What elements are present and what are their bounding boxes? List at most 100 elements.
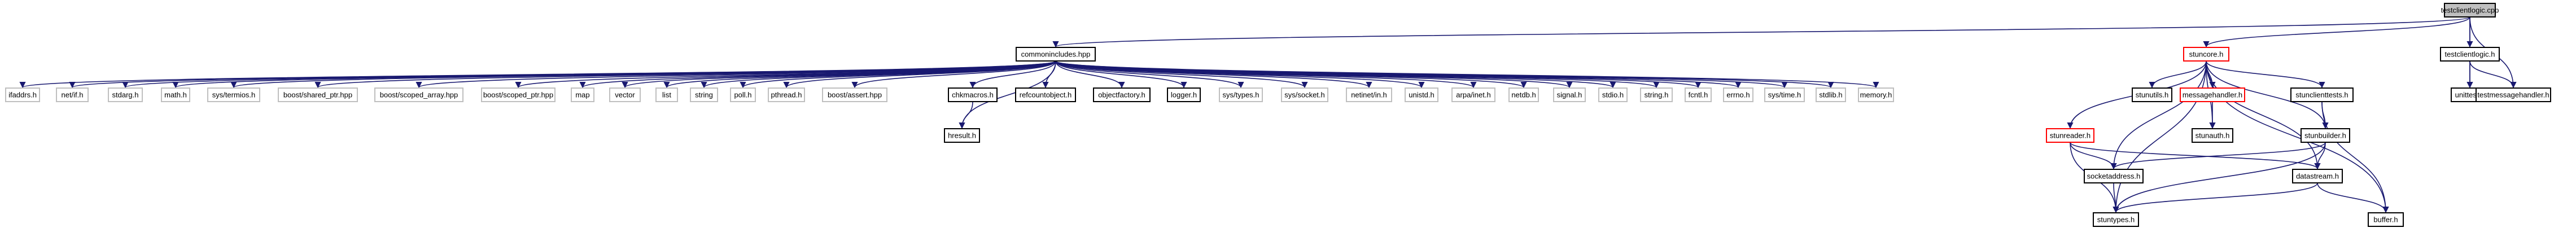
edge-commonincludes_hpp-to-boost_shared_ptr_hpp — [314, 60, 1056, 89]
node-stunauth-h[interactable]: stunauth.h — [2192, 128, 2233, 143]
node-sys-types-h: sys/types.h — [1219, 87, 1263, 102]
node-stdlib-h: stdlib.h — [1816, 87, 1846, 102]
node-label: chkmacros.h — [952, 91, 994, 99]
edge-stuncore_h-to-socketaddress_h — [2110, 60, 2207, 170]
node-sys-time-h: sys/time.h — [1764, 87, 1805, 102]
node-messagehandler-h[interactable]: messagehandler.h — [2180, 87, 2245, 102]
node-hresult-h[interactable]: hresult.h — [944, 128, 980, 143]
node-label: ifaddrs.h — [8, 91, 37, 99]
node-box — [948, 87, 998, 102]
node-box — [2183, 47, 2229, 62]
edge-stunbuilder_h-to-socketaddress_h — [2110, 142, 2326, 170]
node-box — [1685, 87, 1712, 102]
edge-commonincludes_hpp-to-memory_h — [1055, 60, 1879, 89]
node-stunclienttests-h[interactable]: stunclienttests.h — [2290, 87, 2354, 102]
node-box — [2290, 87, 2354, 102]
edge-testclientlogic_cpp-to-stuncore_h — [2203, 16, 2470, 48]
node-commonincludes-hpp[interactable]: commonincludes.hpp — [1016, 47, 1096, 62]
node-label: testclientlogic.h — [2445, 50, 2495, 59]
node-list: list — [655, 87, 678, 102]
node-label: boost/assert.hpp — [828, 91, 882, 99]
node-label: messagehandler.h — [2183, 91, 2242, 99]
node-box — [108, 87, 143, 102]
node-box — [2093, 212, 2139, 227]
edge-stuncore_h-to-stunclienttests_h — [2206, 60, 2325, 89]
node-netdb-h: netdb.h — [1508, 87, 1539, 102]
node-label: pthread.h — [771, 91, 802, 99]
node-box — [161, 87, 190, 102]
edge-datastream_h-to-buffer_h — [2317, 182, 2389, 213]
node-testclientlogic-cpp[interactable]: testclientlogic.cpp — [2441, 3, 2499, 17]
node-box — [2180, 87, 2245, 102]
node-map: map — [571, 87, 594, 102]
edge-stuncore_h-to-stunbuilder_h — [2206, 60, 2329, 129]
node-label: stuntypes.h — [2097, 216, 2135, 224]
node-poll-h: poll.h — [730, 87, 756, 102]
node-testmessagehandler-h[interactable]: testmessagehandler.h — [2476, 87, 2551, 102]
edge-commonincludes_hpp-to-chkmacros_h — [969, 60, 1056, 89]
node-objectfactory-h[interactable]: objectfactory.h — [1093, 87, 1151, 102]
node-label: stdio.h — [1602, 91, 1624, 99]
node-logger-h[interactable]: logger.h — [1167, 87, 1201, 102]
node-stdarg-h: stdarg.h — [108, 87, 143, 102]
node-label: stdlib.h — [1819, 91, 1842, 99]
nodes-layer: testclientlogic.cpp commonincludes.hpp ifa… — [5, 3, 2551, 227]
node-pthread-h: pthread.h — [768, 87, 805, 102]
node-label: errno.h — [1726, 91, 1750, 99]
node-boost-shared-ptr-hpp: boost/shared_ptr.hpp — [278, 87, 358, 102]
edge-stunbuilder_h-to-stuntypes_h — [2113, 142, 2326, 213]
node-stunreader-h[interactable]: stunreader.h — [2046, 128, 2094, 143]
node-label: sys/time.h — [1768, 91, 1801, 99]
node-box — [1015, 87, 1076, 102]
node-label: stunreader.h — [2050, 132, 2090, 140]
node-label: stuncore.h — [2189, 50, 2224, 59]
node-box — [1858, 87, 1894, 102]
edge-stunclienttests_h-to-buffer_h — [2321, 101, 2389, 213]
node-stunbuilder-h[interactable]: stunbuilder.h — [2301, 128, 2350, 143]
node-box — [278, 87, 358, 102]
node-box — [1093, 87, 1151, 102]
node-sys-termios-h: sys/termios.h — [207, 87, 260, 102]
node-label: objectfactory.h — [1098, 91, 1145, 99]
node-chkmacros-h[interactable]: chkmacros.h — [948, 87, 998, 102]
node-box — [2292, 169, 2343, 183]
edge-stuncore_h-to-stunutils_h — [2149, 60, 2207, 89]
node-label: hresult.h — [948, 132, 976, 140]
node-label: stunutils.h — [2136, 91, 2169, 99]
node-buffer-h[interactable]: buffer.h — [2368, 212, 2404, 227]
edge-commonincludes_hpp-to-boost_assert_hpp — [851, 60, 1056, 89]
node-box — [207, 87, 260, 102]
node-label: map — [575, 91, 589, 99]
node-label: socketaddress.h — [2087, 172, 2141, 181]
node-label: memory.h — [1860, 91, 1892, 99]
node-datastream-h[interactable]: datastream.h — [2292, 169, 2343, 183]
node-box — [822, 87, 887, 102]
node-stunutils-h[interactable]: stunutils.h — [2132, 87, 2172, 102]
node-label: poll.h — [734, 91, 751, 99]
node-stuncore-h[interactable]: stuncore.h — [2183, 47, 2229, 62]
node-fcntl-h: fcntl.h — [1685, 87, 1712, 102]
node-stuntypes-h[interactable]: stuntypes.h — [2093, 212, 2139, 227]
node-label: sys/types.h — [1222, 91, 1259, 99]
edge-stuncore_h-to-datastream_h — [2206, 60, 2321, 170]
node-box — [1553, 87, 1586, 102]
node-label: boost/scoped_array.hpp — [380, 91, 458, 99]
node-boost-assert-hpp: boost/assert.hpp — [822, 87, 887, 102]
node-socketaddress-h[interactable]: socketaddress.h — [2084, 169, 2144, 183]
node-refcountobject-h[interactable]: refcountobject.h — [1015, 87, 1076, 102]
node-box — [1281, 87, 1328, 102]
node-ifaddrs-h: ifaddrs.h — [5, 87, 40, 102]
node-box — [2192, 128, 2233, 143]
node-boost-scoped-ptr-hpp: boost/scoped_ptr.hpp — [481, 87, 556, 102]
node-vector: vector — [609, 87, 641, 102]
node-label: datastream.h — [2296, 172, 2339, 181]
edge-commonincludes_hpp-to-boost_scoped_array_hpp — [416, 60, 1056, 89]
edge-commonincludes_hpp-to-pthread_h — [783, 60, 1056, 89]
node-label: vector — [615, 91, 635, 99]
node-testclientlogic-h[interactable]: testclientlogic.h — [2440, 47, 2500, 62]
node-label: testclientlogic.cpp — [2441, 6, 2499, 15]
node-label: list — [662, 91, 671, 99]
node-string-h: string.h — [1640, 87, 1673, 102]
node-box — [56, 87, 89, 102]
